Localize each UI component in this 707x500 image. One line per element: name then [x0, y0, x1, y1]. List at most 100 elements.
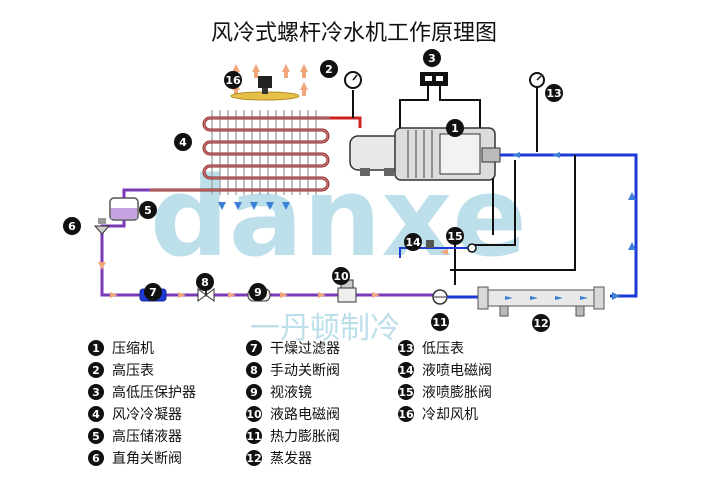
legend-item-3: 3 高低压保护器 [88, 384, 196, 401]
svg-text:14: 14 [405, 236, 421, 249]
svg-text:4: 4 [92, 408, 100, 421]
badge-2: 2 [320, 60, 338, 78]
legend-item-16: 16 冷却风机 [398, 406, 478, 423]
diagram-badges: 1 2 3 4 5 6 7 8 9 10 11 12 13 14 15 16 [63, 49, 563, 332]
badge-3: 3 [423, 49, 441, 67]
svg-text:12: 12 [533, 317, 548, 330]
svg-text:3: 3 [428, 52, 436, 65]
svg-text:10: 10 [333, 270, 349, 283]
svg-text:9: 9 [254, 286, 262, 299]
legend-item-12: 12 蒸发器 [246, 450, 312, 467]
liquid-flow-arrows-left [98, 262, 118, 298]
watermark-sub: 一丹顿制冷 [250, 311, 400, 346]
svg-text:8: 8 [250, 364, 258, 377]
svg-text:10: 10 [246, 408, 262, 421]
svg-text:视液镜: 视液镜 [270, 385, 312, 401]
badge-10: 10 [332, 267, 350, 285]
evaporator [447, 286, 620, 317]
svg-text:14: 14 [398, 364, 414, 377]
badge-1: 1 [446, 119, 464, 137]
svg-text:5: 5 [92, 430, 100, 443]
badge-9: 9 [249, 283, 267, 301]
svg-text:7: 7 [149, 286, 157, 299]
svg-text:13: 13 [546, 87, 561, 100]
svg-text:12: 12 [246, 452, 261, 465]
legend-item-10: 10 液路电磁阀 [246, 406, 340, 423]
svg-text:16: 16 [398, 408, 414, 421]
svg-text:冷却风机: 冷却风机 [422, 407, 478, 423]
badge-12: 12 [532, 314, 550, 332]
suction-pipe [500, 153, 638, 298]
svg-text:蒸发器: 蒸发器 [270, 451, 312, 467]
air-cooled-condenser [150, 110, 330, 210]
legend-item-9: 9 视液镜 [246, 384, 312, 401]
svg-text:8: 8 [201, 276, 209, 289]
low-pressure-gauge [529, 72, 545, 152]
liquid-pipe-left [100, 220, 140, 297]
svg-text:4: 4 [179, 136, 187, 149]
badge-8: 8 [196, 273, 214, 291]
legend-item-2: 2 高压表 [88, 362, 154, 379]
liquid-injection-valves [399, 240, 477, 258]
liquid-pipe-upper [122, 188, 150, 198]
badge-6: 6 [63, 217, 81, 235]
suction-flow-arrows [512, 152, 636, 250]
svg-text:高压储液器: 高压储液器 [112, 428, 182, 445]
svg-text:11: 11 [432, 316, 447, 329]
svg-text:5: 5 [144, 204, 152, 217]
svg-text:高低压保护器: 高低压保护器 [112, 384, 196, 401]
svg-text:直角关断阀: 直角关断阀 [112, 450, 182, 467]
badge-7: 7 [144, 283, 162, 301]
liquid-flow-arrows-main [178, 292, 380, 298]
svg-text:液路电磁阀: 液路电磁阀 [270, 407, 340, 423]
legend-item-4: 4 风冷冷凝器 [88, 406, 182, 423]
svg-text:3: 3 [92, 386, 100, 399]
svg-text:风冷冷凝器: 风冷冷凝器 [112, 407, 182, 423]
legend: 1 压缩机 2 高压表 3 高低压保护器 4 风冷冷凝器 5 高压储液器 6 直角关断阀 7… [88, 340, 492, 467]
badge-13: 13 [545, 84, 563, 102]
svg-text:6: 6 [92, 452, 100, 465]
svg-text:低压表: 低压表 [422, 341, 464, 357]
svg-text:9: 9 [250, 386, 258, 399]
svg-text:13: 13 [398, 342, 413, 355]
legend-item-13: 13 低压表 [398, 340, 464, 357]
svg-text:11: 11 [246, 430, 261, 443]
svg-text:高压表: 高压表 [112, 362, 154, 379]
badge-4: 4 [174, 133, 192, 151]
svg-text:液喷电磁阀: 液喷电磁阀 [422, 363, 492, 379]
svg-text:1: 1 [451, 122, 459, 135]
legend-item-14: 14 液喷电磁阀 [398, 362, 492, 379]
high-pressure-gauge [344, 71, 362, 89]
svg-text:15: 15 [398, 386, 413, 399]
svg-text:手动关断阀: 手动关断阀 [270, 363, 340, 379]
badge-11: 11 [431, 313, 449, 331]
svg-text:6: 6 [68, 220, 76, 233]
thermal-expansion-valve [432, 289, 448, 305]
legend-item-11: 11 热力膨胀阀 [246, 428, 340, 445]
svg-text:压缩机: 压缩机 [112, 341, 154, 357]
svg-text:15: 15 [447, 230, 462, 243]
high-pressure-receiver [109, 197, 139, 221]
screw-compressor [349, 127, 501, 181]
svg-text:液喷膨胀阀: 液喷膨胀阀 [422, 384, 492, 401]
angle-shutoff-valve [93, 218, 111, 235]
diagram-title: 风冷式螺杆冷水机工作原理图 [211, 21, 497, 46]
legend-item-15: 15 液喷膨胀阀 [398, 384, 492, 401]
badge-15: 15 [446, 227, 464, 245]
svg-text:热力膨胀阀: 热力膨胀阀 [270, 428, 340, 445]
legend-item-1: 1 压缩机 [88, 340, 154, 357]
legend-item-5: 5 高压储液器 [88, 428, 182, 445]
svg-text:2: 2 [92, 364, 100, 377]
svg-text:1: 1 [92, 342, 100, 355]
svg-text:16: 16 [225, 74, 241, 87]
legend-item-7: 7 干燥过滤器 [246, 340, 340, 357]
badge-5: 5 [139, 201, 157, 219]
svg-text:干燥过滤器: 干燥过滤器 [270, 341, 340, 357]
svg-text:7: 7 [250, 342, 258, 355]
svg-text:2: 2 [325, 63, 333, 76]
control-lines [450, 155, 576, 285]
badge-16: 16 [224, 71, 242, 89]
legend-item-6: 6 直角关断阀 [88, 450, 182, 467]
pressure-protector [399, 72, 481, 128]
